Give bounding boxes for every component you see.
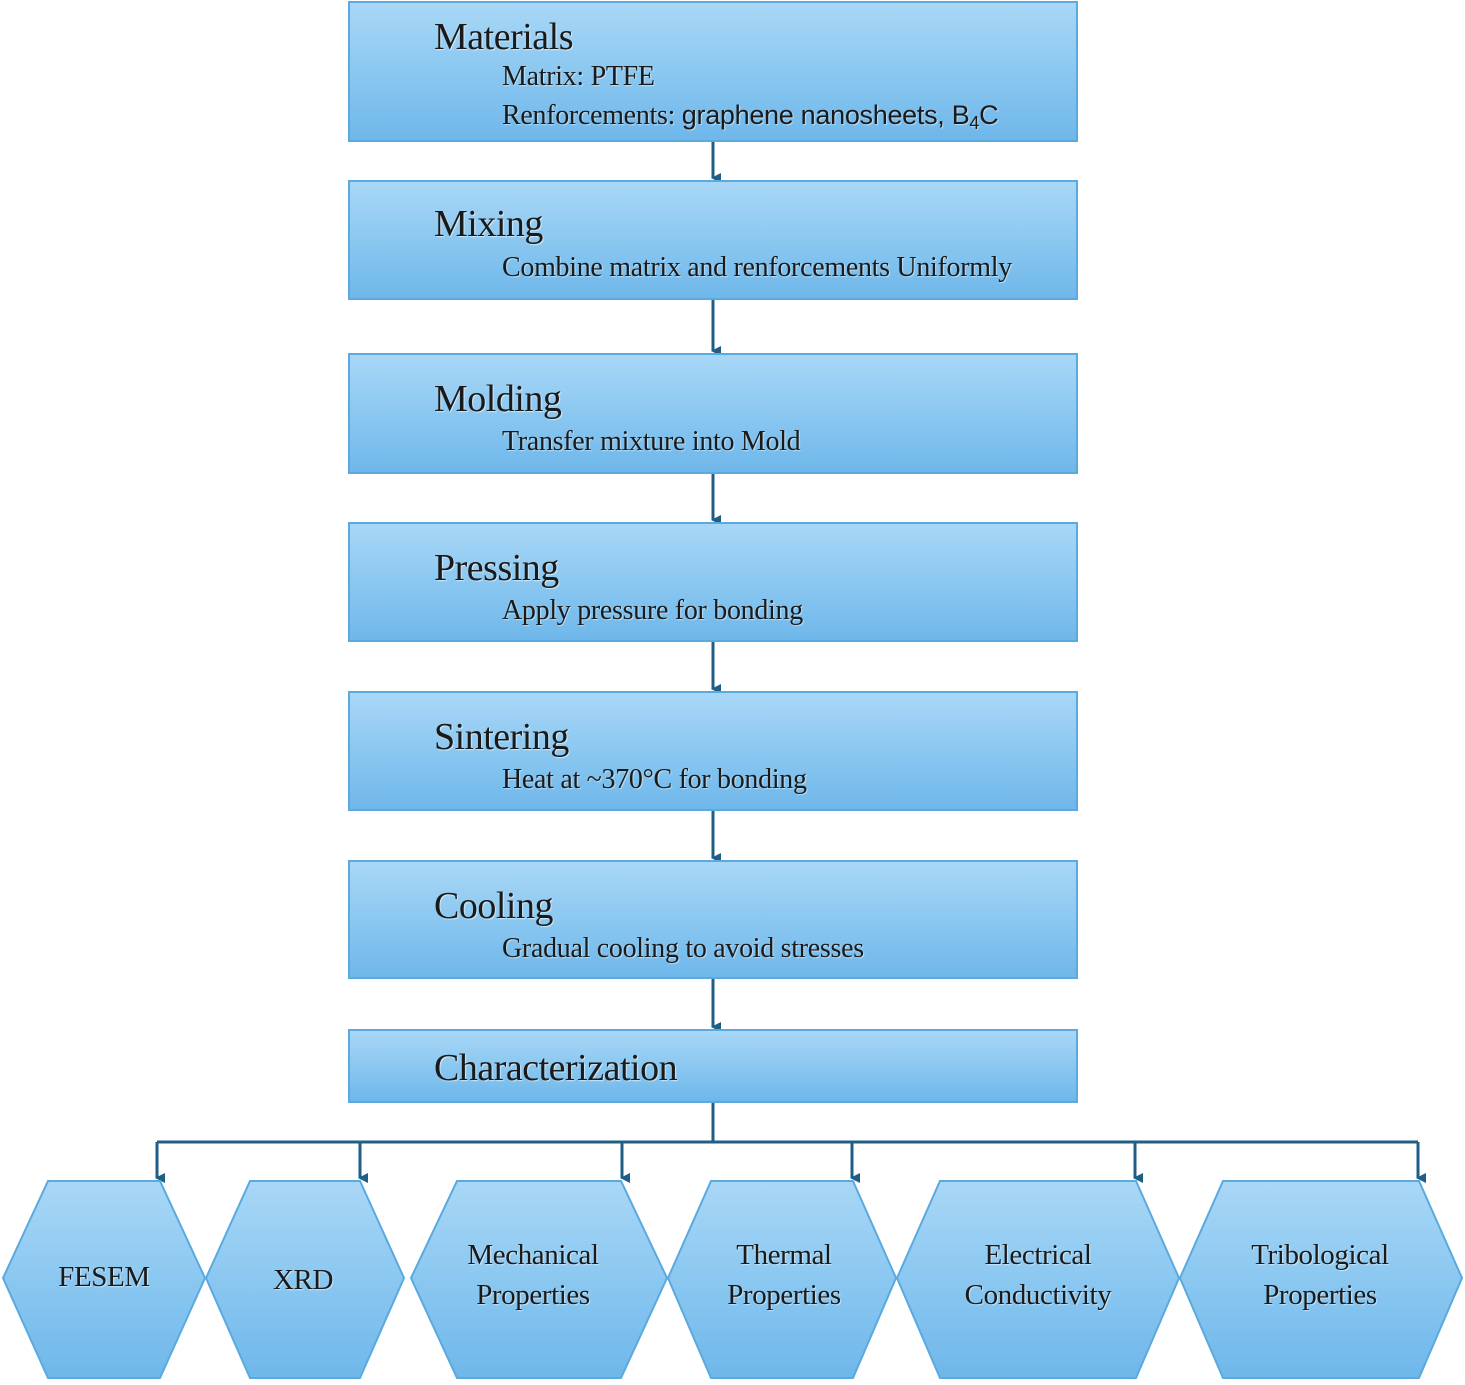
step-title: Molding xyxy=(434,378,562,420)
hex-label: Thermal Properties xyxy=(727,1239,841,1311)
reinforcements-line: Renforcements: graphene nanosheets, B4C xyxy=(502,100,999,133)
step-description: Combine matrix and renforcements Uniform… xyxy=(502,252,1012,283)
hex-thermal-properties: Thermal Properties xyxy=(666,1180,898,1380)
step-description: Matrix: PTFE xyxy=(502,61,655,92)
hex-tribological-properties: Tribological Properties xyxy=(1178,1180,1464,1380)
step-cooling: Cooling Gradual cooling to avoid stresse… xyxy=(348,860,1078,979)
step-pressing: Pressing Apply pressure for bonding xyxy=(348,522,1078,642)
hex-label: Tribological Properties xyxy=(1251,1239,1389,1311)
subscript: 4 xyxy=(969,113,980,133)
step-molding: Molding Transfer mixture into Mold xyxy=(348,353,1078,474)
hex-fesem: FESEM xyxy=(1,1180,207,1380)
hexagon-shape xyxy=(204,1180,406,1379)
step-title: Pressing xyxy=(434,547,559,589)
hex-xrd: XRD xyxy=(204,1180,406,1380)
step-description: Heat at ~370°C for bonding xyxy=(502,764,807,795)
hexagon-shape xyxy=(895,1180,1181,1379)
step-sintering: Sintering Heat at ~370°C for bonding xyxy=(348,691,1078,811)
step-description: Apply pressure for bonding xyxy=(502,595,803,626)
hex-mechanical-properties: Mechanical Properties xyxy=(409,1180,669,1380)
hexagon-shape xyxy=(409,1180,669,1379)
hexagon-shape xyxy=(666,1180,898,1379)
step-title: Materials xyxy=(434,16,574,58)
step-title: Characterization xyxy=(434,1047,678,1089)
step-mixing: Mixing Combine matrix and renforcements … xyxy=(348,180,1078,300)
step-materials: Materials Matrix: PTFE Renforcements: gr… xyxy=(348,1,1078,142)
hex-label: FESEM xyxy=(58,1261,150,1293)
step-title: Cooling xyxy=(434,885,553,927)
hexagon-shape xyxy=(1178,1180,1464,1379)
hex-label: Electrical Conductivity xyxy=(964,1239,1112,1311)
step-title: Mixing xyxy=(434,203,543,245)
reinforcements-suffix: C xyxy=(979,100,999,130)
step-characterization: Characterization xyxy=(348,1029,1078,1103)
step-title: Sintering xyxy=(434,716,569,758)
step-description: Gradual cooling to avoid stresses xyxy=(502,933,864,964)
hex-electrical-conductivity: Electrical Conductivity xyxy=(895,1180,1181,1380)
hexagon-shape xyxy=(1,1180,207,1379)
hex-label: Mechanical Properties xyxy=(467,1239,599,1311)
reinforcements-prefix: Renforcements: xyxy=(502,100,682,131)
reinforcements-materials: graphene nanosheets, B xyxy=(681,100,970,130)
hex-label: XRD xyxy=(272,1264,334,1296)
step-description: Transfer mixture into Mold xyxy=(502,426,801,457)
reinforcements-text: graphene nanosheets, B4C xyxy=(681,100,999,133)
